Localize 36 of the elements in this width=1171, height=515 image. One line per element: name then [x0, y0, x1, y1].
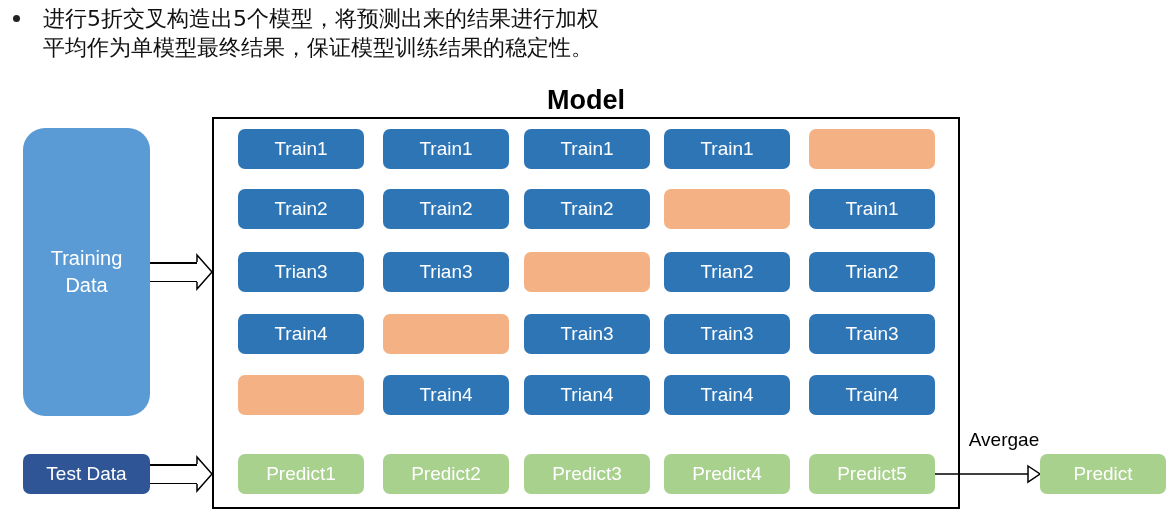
prediction-box: Predict3 [524, 454, 650, 494]
training-fold-box: Train1 [238, 129, 364, 169]
training-fold-box: Train3 [664, 314, 790, 354]
test-data-box: Test Data [23, 454, 150, 494]
training-fold-box: Train3 [809, 314, 935, 354]
training-fold-box: Train1 [383, 129, 509, 169]
arrow [934, 465, 1041, 483]
holdout-fold-box [383, 314, 509, 354]
training-fold-box: Train4 [664, 375, 790, 415]
training-fold-box: Trian3 [238, 252, 364, 292]
training-fold-box: Train2 [524, 189, 650, 229]
bullet-text: 进行5折交叉构造出5个模型，将预测出来的结果进行加权平均作为单模型最终结果，保证模型训练结果的稳定性。 [43, 5, 600, 62]
training-fold-box: Train4 [238, 314, 364, 354]
holdout-fold-box [524, 252, 650, 292]
training-fold-box: Trian2 [664, 252, 790, 292]
prediction-box: Predict1 [238, 454, 364, 494]
training-data-box: Training Data [23, 128, 150, 416]
holdout-fold-box [238, 375, 364, 415]
prediction-box: Predict4 [664, 454, 790, 494]
training-fold-box: Train1 [809, 189, 935, 229]
training-fold-box: Train3 [524, 314, 650, 354]
prediction-box: Predict5 [809, 454, 935, 494]
model-title: Model [547, 84, 625, 116]
holdout-fold-box [664, 189, 790, 229]
training-fold-box: Trian3 [383, 252, 509, 292]
training-fold-box: Train2 [238, 189, 364, 229]
holdout-fold-box [809, 129, 935, 169]
training-fold-box: Train4 [809, 375, 935, 415]
prediction-box: Predict2 [383, 454, 509, 494]
training-fold-box: Train1 [524, 129, 650, 169]
training-fold-box: Trian2 [809, 252, 935, 292]
training-fold-box: Train1 [664, 129, 790, 169]
prediction-box: Predict [1040, 454, 1166, 494]
training-fold-box: Train4 [383, 375, 509, 415]
training-fold-box: Train2 [383, 189, 509, 229]
training-fold-box: Trian4 [524, 375, 650, 415]
